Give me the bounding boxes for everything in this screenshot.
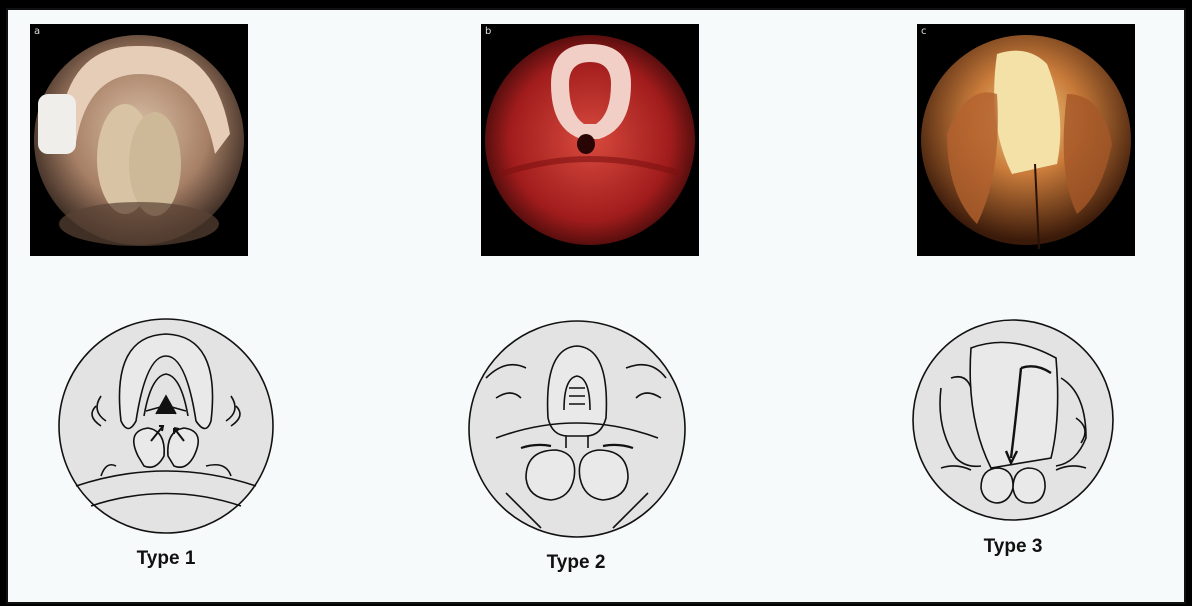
caption-type-3: Type 3 [933,536,1093,558]
diagram-type-1 [56,316,276,536]
endoscopy-photo-b: b [481,24,699,256]
figure-frame: a b [6,8,1186,604]
photo-label: c [921,26,927,37]
endoscopy-photo-c: c [917,24,1135,256]
caption-type-2: Type 2 [496,552,656,574]
photo-label: a [34,26,40,37]
diagram-type-3 [911,318,1115,522]
photo-label: b [485,26,491,37]
diagram-type-2 [466,318,688,540]
caption-type-1: Type 1 [86,548,246,570]
endoscopy-photo-a: a [30,24,248,256]
